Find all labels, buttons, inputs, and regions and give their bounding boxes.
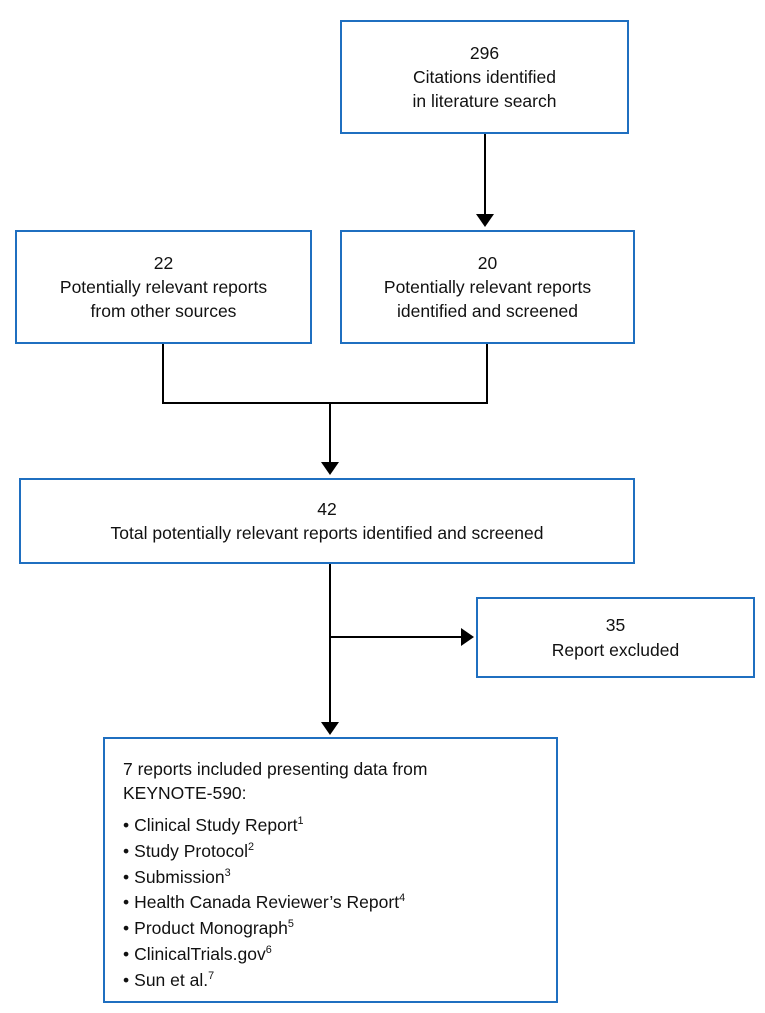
node-other-sources-text: 22 Potentially relevant reports from oth… [17,251,310,323]
node-identified-screened: 20 Potentially relevant reports identifi… [340,230,635,344]
connector-other-sources-down [162,344,164,404]
included-heading-line2: KEYNOTE-590: [123,783,247,804]
node-total-screened-text: 42 Total potentially relevant reports id… [21,497,633,545]
included-report-footnote-ref: 2 [247,841,254,854]
included-report-item: •Sun et al.7 [123,968,546,994]
included-report-footnote-ref: 6 [265,944,272,957]
included-report-item: •ClinicalTrials.gov6 [123,942,546,968]
bullet-icon: • [123,892,130,913]
connector-merge-horizontal [162,402,488,404]
node-total-screened: 42 Total potentially relevant reports id… [19,478,635,564]
included-report-footnote-ref: 7 [208,969,215,982]
bullet-icon: • [123,866,130,887]
included-reports-list: •Clinical Study Report1•Study Protocol2•… [123,813,546,993]
arrowhead-merge-to-total [321,462,339,475]
bullet-icon: • [123,943,130,964]
other-sources-line2: from other sources [90,301,237,322]
arrowhead-total-to-included [321,722,339,735]
included-report-item: •Health Canada Reviewer’s Report4 [123,890,546,916]
included-report-label: Sun et al. [134,969,209,990]
citations-count: 296 [469,42,500,63]
included-report-label: Submission [134,866,225,887]
node-citations-identified-text: 296 Citations identified in literature s… [342,41,627,113]
connector-identified-screened-down [486,344,488,404]
included-report-footnote-ref: 5 [287,918,294,931]
identified-screened-line1: Potentially relevant reports [383,276,592,297]
citations-line1: Citations identified [413,66,556,87]
included-report-item: •Submission3 [123,865,546,891]
citations-line2: in literature search [412,91,557,112]
included-report-label: Health Canada Reviewer’s Report [134,892,400,913]
included-report-footnote-ref: 4 [399,892,406,905]
bullet-icon: • [123,969,130,990]
included-report-item: •Product Monograph5 [123,916,546,942]
included-report-label: Clinical Study Report [134,815,298,836]
bullet-icon: • [123,918,130,939]
excluded-line1: Report excluded [551,639,680,660]
identified-screened-line2: identified and screened [397,301,578,322]
node-included-reports-text: 7 reports included presenting data from … [105,739,556,993]
arrowhead-citations-to-screened [476,214,494,227]
identified-screened-count: 20 [477,252,498,273]
node-included-reports: 7 reports included presenting data from … [103,737,558,1003]
connector-merge-to-total [329,402,331,464]
included-report-item: •Clinical Study Report1 [123,813,546,839]
included-report-label: Product Monograph [134,918,288,939]
bullet-icon: • [123,841,130,861]
arrowhead-total-to-excluded [461,628,474,646]
connector-total-to-excluded [329,636,463,638]
other-sources-line1: Potentially relevant reports [59,276,268,297]
included-heading-line1: 7 reports included presenting data from [123,759,428,779]
included-report-item: •Study Protocol2 [123,839,546,865]
node-report-excluded: 35 Report excluded [476,597,755,678]
node-citations-identified: 296 Citations identified in literature s… [340,20,629,134]
connector-citations-to-screened [484,134,486,216]
included-report-footnote-ref: 1 [297,815,304,828]
connector-total-stem [329,564,331,724]
total-screened-count: 42 [317,498,337,519]
included-report-label: Study Protocol [134,841,248,861]
included-report-label: ClinicalTrials.gov [134,943,266,964]
included-report-footnote-ref: 3 [224,866,231,879]
node-other-sources: 22 Potentially relevant reports from oth… [15,230,312,344]
other-sources-count: 22 [153,252,174,273]
node-report-excluded-text: 35 Report excluded [478,613,753,661]
node-identified-screened-text: 20 Potentially relevant reports identifi… [342,251,633,323]
total-screened-line1: Total potentially relevant reports ident… [110,523,544,543]
excluded-count: 35 [605,615,626,636]
bullet-icon: • [123,815,130,836]
